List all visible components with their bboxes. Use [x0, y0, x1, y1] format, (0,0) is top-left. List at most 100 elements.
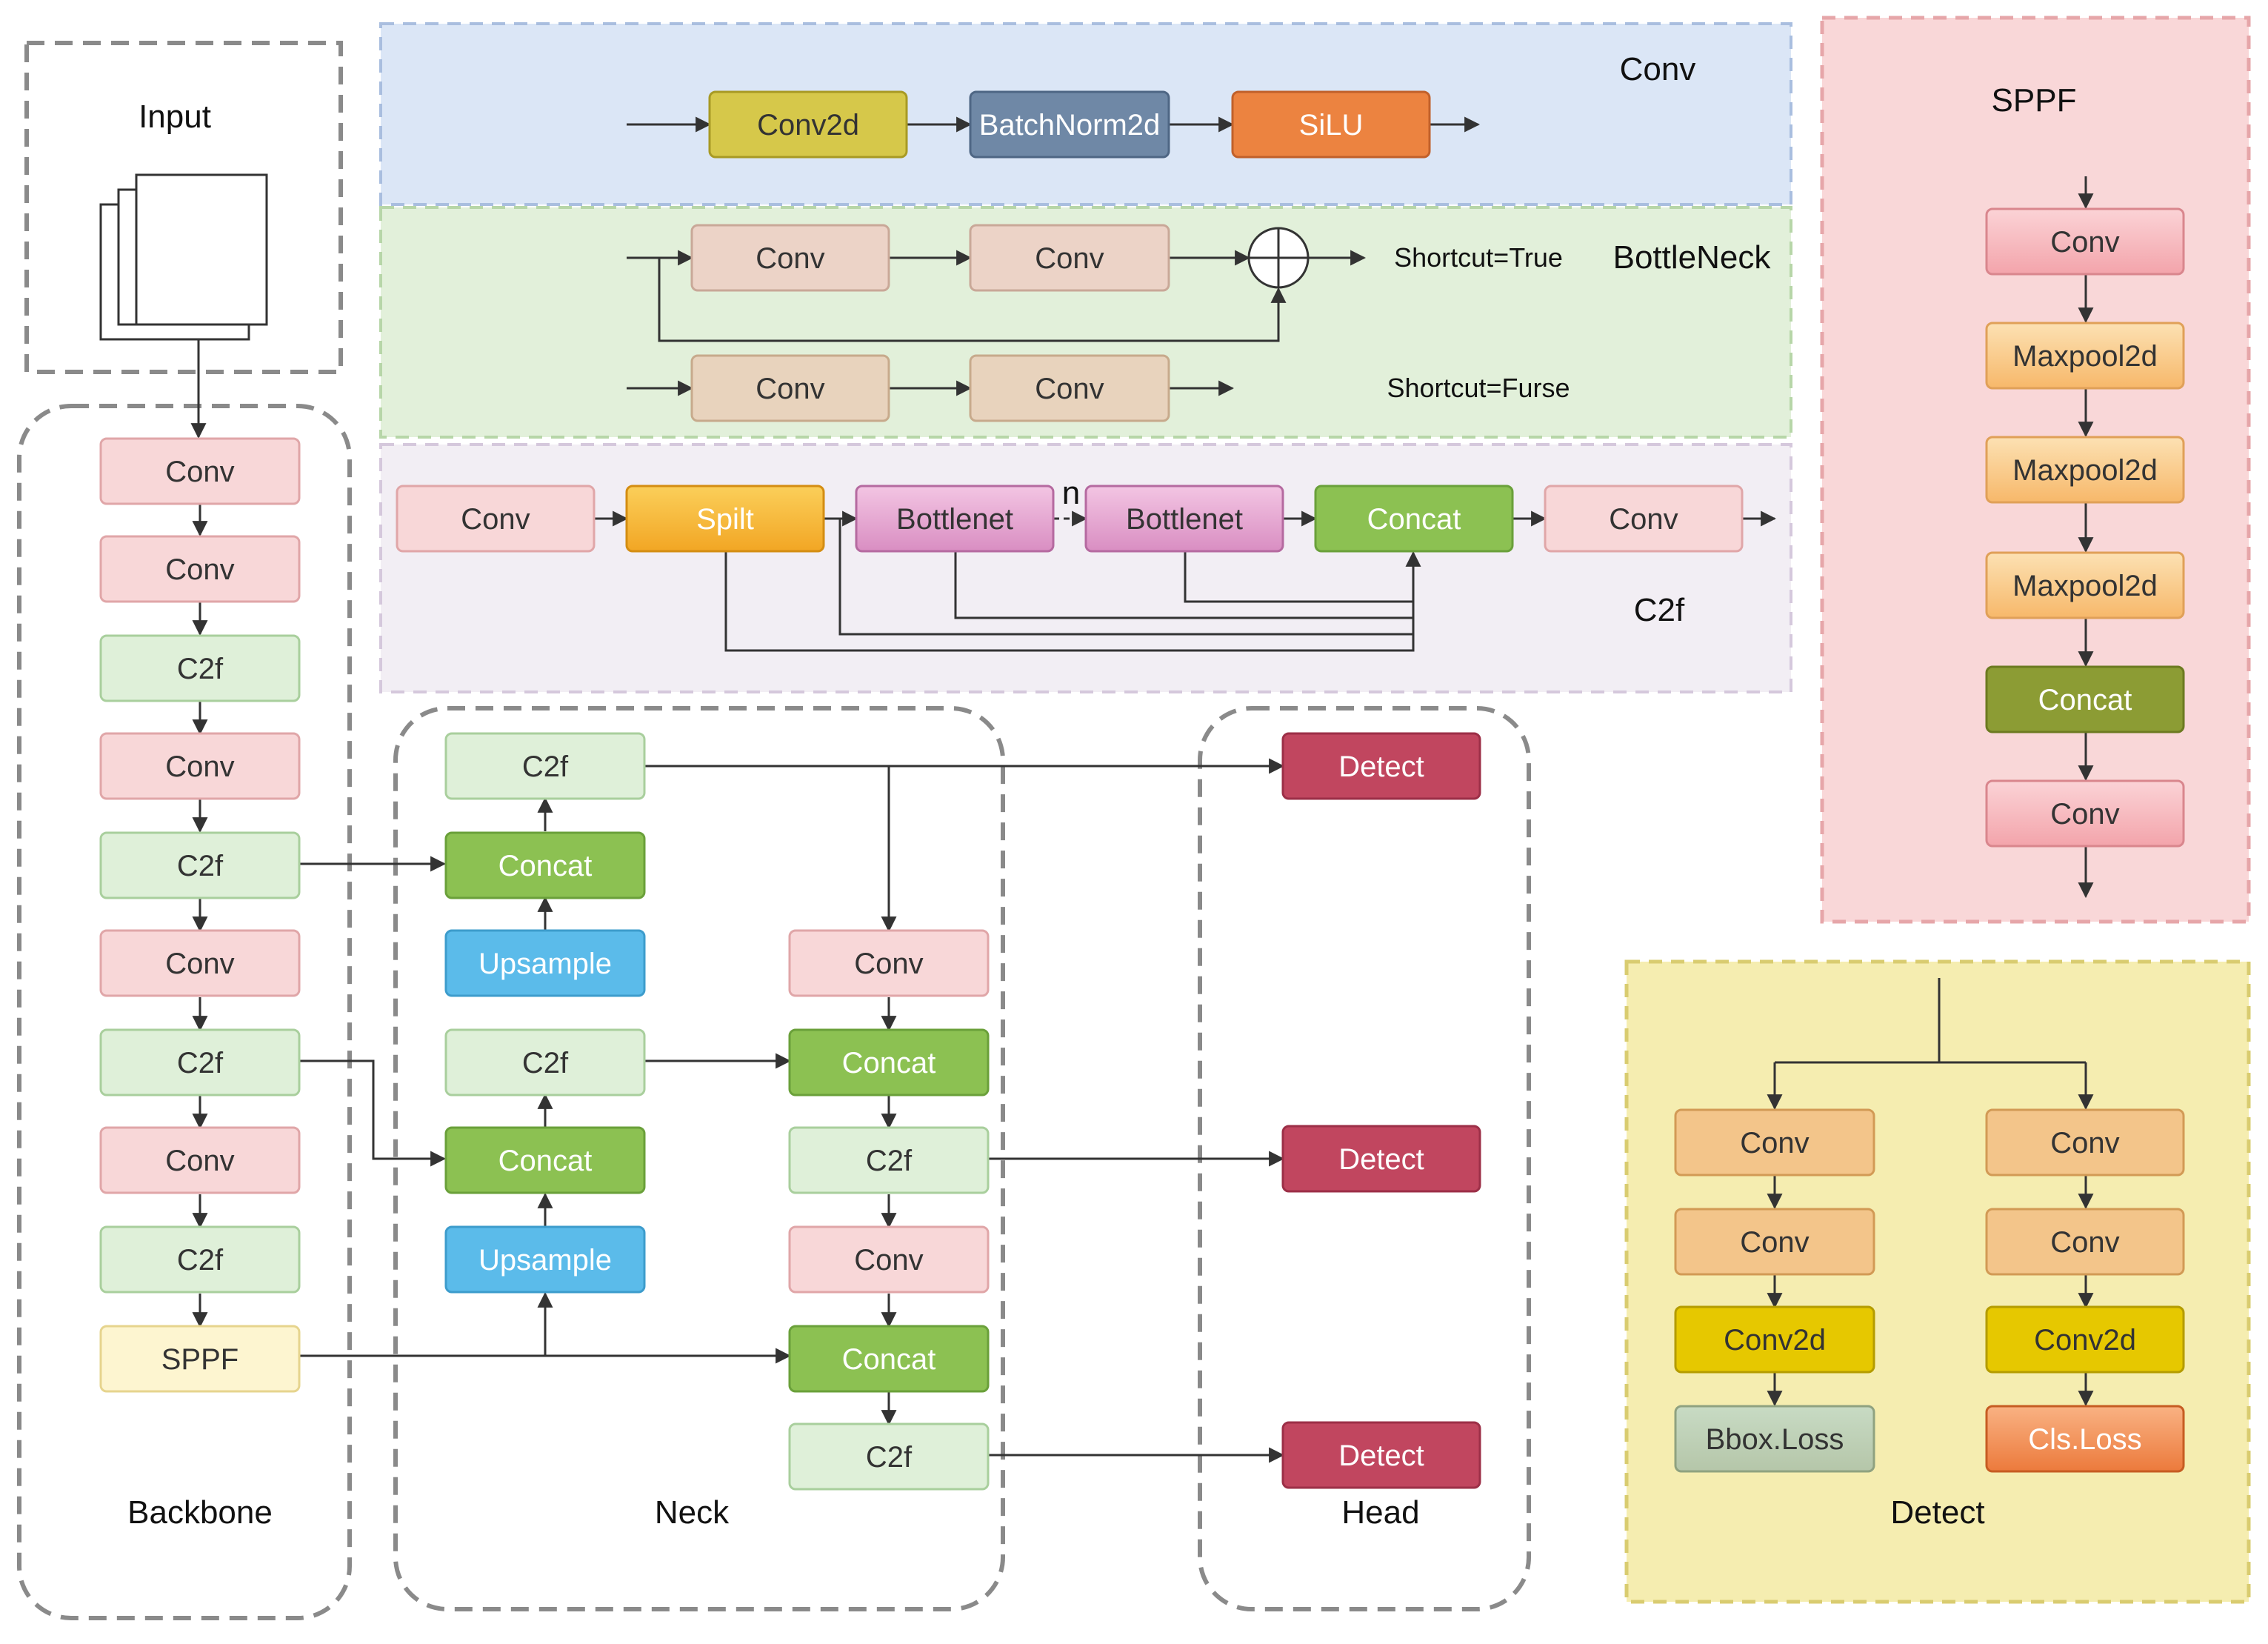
detect-right-block-1-box [1985, 1108, 2185, 1177]
add-symbol [1247, 227, 1310, 289]
neck-left-block-3-label: Upsample [478, 948, 612, 980]
neck-left-block-4: C2f [444, 1028, 646, 1096]
backbone-block-2-label: Conv [165, 553, 234, 586]
c2f-module-block-1-label: Conv [461, 503, 530, 536]
detect-right-block-4-label: Cls.Loss [2028, 1423, 2141, 1456]
backbone-block-7: C2f [99, 1028, 301, 1096]
backbone-block-9-box [99, 1225, 301, 1294]
backbone-block-10: SPPF [99, 1325, 301, 1393]
backbone-block-3-label: C2f [177, 653, 224, 685]
head-label: Head [1341, 1494, 1419, 1531]
neck-left-block-2-label: Concat [498, 850, 593, 882]
c2f-module-block-2: Spilt [625, 485, 825, 553]
bottleneck-row1-conv-2: Conv [969, 224, 1170, 292]
detect-left-block-3-label: Conv2d [1724, 1324, 1826, 1357]
backbone-block-7-box [99, 1028, 301, 1096]
backbone-block-9-label: C2f [177, 1244, 224, 1277]
detect-module-label: Detect [1890, 1494, 1984, 1531]
c2f-module-block-3: Bottlenet [855, 485, 1055, 553]
backbone-block-4: Conv [99, 732, 301, 800]
backbone-block-4-box [99, 732, 301, 800]
backbone-block-8: Conv [99, 1126, 301, 1194]
detect-left-block-2: Conv [1674, 1208, 1875, 1276]
sppf-module-block-5: Concat [1985, 665, 2185, 733]
neck-left-block-4-label: C2f [522, 1047, 569, 1079]
neck-left-block-5: Concat [444, 1126, 646, 1194]
neck-right-block-4-label: Conv [854, 1244, 923, 1277]
detect-left-block-4-box [1674, 1405, 1875, 1473]
sppf-module-block-1: Conv [1985, 207, 2185, 276]
conv-module-batchnorm2d: BatchNorm2d [969, 90, 1170, 159]
backbone-block-1-box [99, 437, 301, 505]
conv-module-silu: SiLU [1231, 90, 1431, 159]
neck-left-block-5-box [444, 1126, 646, 1194]
conv-module-conv2d-box [708, 90, 908, 159]
detect-right-block-1: Conv [1985, 1108, 2185, 1177]
neck-left-block-3: Upsample [444, 929, 646, 997]
backbone-block-6-box [99, 929, 301, 997]
bottleneck-row2-conv-2: Conv [969, 354, 1170, 422]
sppf-module-block-2-label: Maxpool2d [2012, 340, 2158, 373]
neck-left-block-6: Upsample [444, 1225, 646, 1294]
sppf-module-block-4-label: Maxpool2d [2012, 570, 2158, 602]
c2f-module-block-4: Bottlenet [1084, 485, 1284, 553]
neck-left-block-3-box [444, 929, 646, 997]
c2f-module-block-5-box [1314, 485, 1514, 553]
detect-right-block-2: Conv [1985, 1208, 2185, 1276]
backbone-block-3: C2f [99, 634, 301, 702]
detect-right-block-3-label: Conv2d [2034, 1324, 2136, 1357]
backbone-block-8-box [99, 1126, 301, 1194]
c2f-module-block-3-label: Bottlenet [896, 503, 1013, 536]
backbone-block-8-label: Conv [165, 1145, 234, 1177]
bottleneck-row2-conv-2-label: Conv [1035, 373, 1104, 405]
input-label: Input [139, 99, 211, 135]
sppf-module-label: SPPF [1992, 82, 2077, 119]
conv-module-label: Conv [1620, 51, 1696, 87]
neck-right-block-5-box [788, 1325, 990, 1393]
bottleneck-row2-conv-2-box [969, 354, 1170, 422]
detect-right-block-3: Conv2d [1985, 1305, 2185, 1374]
sppf-module-block-6: Conv [1985, 779, 2185, 848]
c2f-module-panel [379, 443, 1792, 693]
backbone-block-5-box [99, 831, 301, 899]
c2f-module-block-2-box [625, 485, 825, 553]
detect-right-block-4: Cls.Loss [1985, 1405, 2185, 1473]
input-panel [24, 41, 343, 374]
sppf-module-block-6-label: Conv [2050, 798, 2119, 831]
repeat-n-label: n [1062, 475, 1080, 511]
detect-right-block-4-box [1985, 1405, 2185, 1473]
neck-right-block-1-label: Conv [854, 948, 923, 980]
detect-left-block-1: Conv [1674, 1108, 1875, 1177]
conv-module-conv2d-label: Conv2d [757, 109, 859, 142]
neck-right-block-6-box [788, 1422, 990, 1491]
backbone-block-5: C2f [99, 831, 301, 899]
backbone-block-9: C2f [99, 1225, 301, 1294]
c2f-module-block-6: Conv [1544, 485, 1744, 553]
detect-left-block-1-label: Conv [1740, 1127, 1809, 1159]
conv-module-conv2d: Conv2d [708, 90, 908, 159]
head-detect-2: Detect [1281, 1125, 1481, 1193]
bottleneck-module-label: BottleNeck [1613, 239, 1772, 276]
neck-left-block-6-box [444, 1225, 646, 1294]
head-detect-1: Detect [1281, 732, 1481, 800]
neck-right-block-3: C2f [788, 1126, 990, 1194]
neck-label: Neck [655, 1494, 730, 1531]
detect-right-block-1-label: Conv [2050, 1127, 2119, 1159]
backbone-block-6: Conv [99, 929, 301, 997]
detect-right-block-2-box [1985, 1208, 2185, 1276]
neck-right-block-5-label: Concat [842, 1343, 936, 1376]
neck-right-block-2-label: Concat [842, 1047, 936, 1079]
neck-right-block-2: Concat [788, 1028, 990, 1096]
bottleneck-row2-conv-1-label: Conv [756, 373, 824, 405]
sppf-module-block-3: Maxpool2d [1985, 436, 2185, 504]
neck-right-block-1-box [788, 929, 990, 997]
backbone-block-6-label: Conv [165, 948, 234, 980]
sppf-module-block-5-label: Concat [2038, 684, 2132, 716]
head-detect-1-label: Detect [1338, 751, 1424, 783]
c2f-module-block-3-box [855, 485, 1055, 553]
sppf-module-block-2: Maxpool2d [1985, 322, 2185, 390]
backbone-block-2-box [99, 535, 301, 603]
neck-right-block-1: Conv [788, 929, 990, 997]
sppf-module-block-4: Maxpool2d [1985, 551, 2185, 619]
backbone-panel [17, 404, 352, 1620]
